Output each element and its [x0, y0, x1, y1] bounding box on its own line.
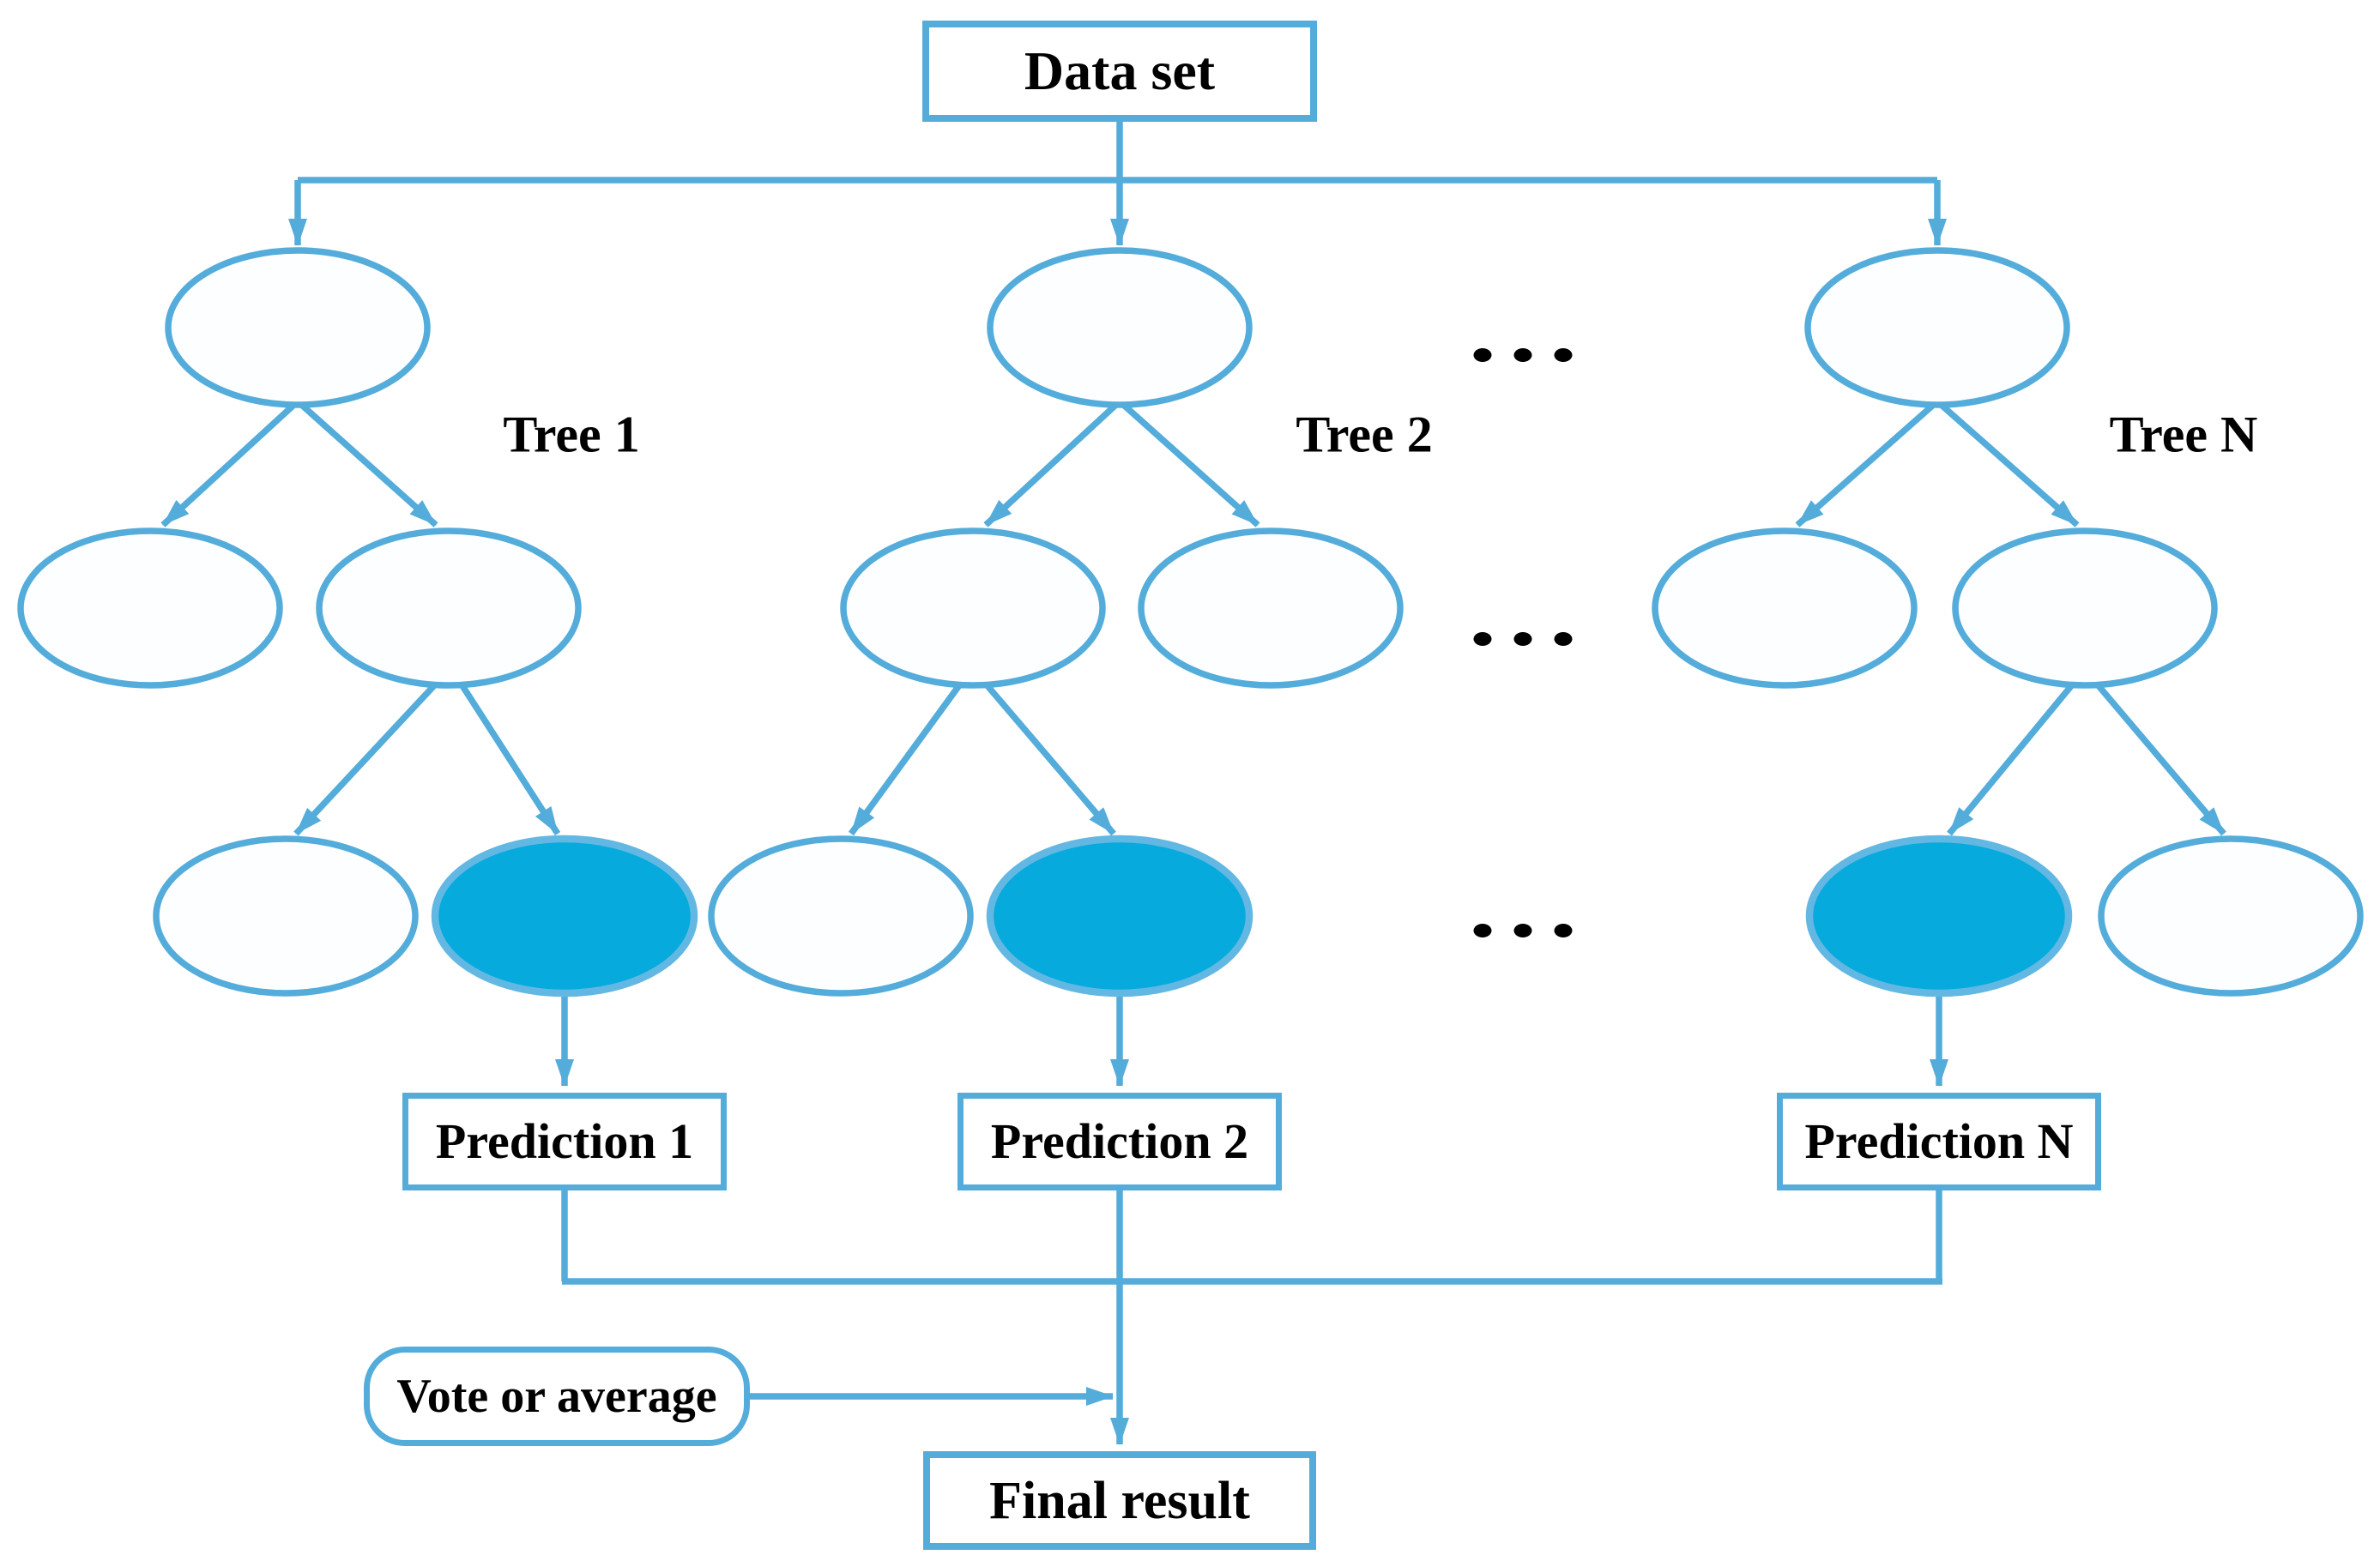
ellipsis-dot [1554, 348, 1573, 362]
edge-tn-root-right [1935, 399, 2080, 527]
tree-2-label: Tree 2 [1296, 406, 1433, 463]
final-result-box: Final result [923, 1451, 1316, 1550]
tree-n-label: Tree N [2109, 406, 2258, 463]
ellipsis-dots-1 [1473, 348, 1573, 362]
edge-t2-root-left [983, 399, 1122, 527]
edge-tn-child-leafwhite [2093, 679, 2226, 836]
tree-2-leaf-white-node [708, 835, 974, 997]
tree-2-child-left-node [840, 527, 1106, 689]
tree-n-root-node [1804, 247, 2070, 408]
dots-layer [1473, 348, 1573, 937]
prediction-2-box: Prediction 2 [957, 1093, 1282, 1190]
ellipsis-dots-2 [1473, 632, 1573, 646]
tree-1-root-node [165, 247, 431, 408]
edge-t2-root-right [1117, 399, 1260, 527]
ellipsis-dot [1513, 924, 1532, 937]
tree-2-leaf-selected-node [986, 835, 1253, 997]
ellipsis-dot [1473, 924, 1492, 937]
ellipsis-dot [1513, 348, 1532, 362]
tree-1-child-left-node [17, 527, 283, 689]
prediction-n-box: Prediction N [1777, 1093, 2101, 1190]
edge-t2-child-leafwhite [848, 679, 965, 836]
tree-n-leaf-selected-node [1805, 835, 2073, 997]
edge-t1-child-leafsel [456, 679, 561, 836]
tree-1-leaf-white-node [153, 835, 419, 997]
ellipsis-dot [1554, 924, 1573, 937]
edge-t2-child-leafsel [982, 679, 1116, 836]
ellipsis-dot [1554, 632, 1573, 646]
data-set-box: Data set [922, 21, 1317, 122]
ellipsis-dots-3 [1473, 924, 1573, 937]
tree-n-leaf-white-node [2098, 835, 2364, 997]
tree-n-child-left-node [1652, 527, 1918, 689]
edge-t1-root-right [295, 399, 438, 527]
tree-1-leaf-selected-node [431, 835, 698, 997]
nodes-layer [17, 247, 2364, 997]
tree-1-child-right-node [316, 527, 582, 689]
prediction-1-box: Prediction 1 [402, 1093, 727, 1190]
edge-t1-root-left [160, 399, 300, 527]
ellipsis-dot [1473, 632, 1492, 646]
edge-tn-root-left [1795, 399, 1940, 527]
ellipsis-dot [1513, 632, 1532, 646]
vote-or-average-box: Vote or average [364, 1347, 750, 1446]
edges-layer [160, 122, 2226, 1445]
edge-t1-child-leafwhite [293, 679, 440, 836]
tree-2-root-node [987, 247, 1253, 408]
tree-2-child-right-node [1138, 527, 1404, 689]
edge-tn-child-leafsel [1947, 679, 2077, 836]
tree-n-child-right-node [1952, 527, 2218, 689]
ellipsis-dot [1473, 348, 1492, 362]
tree-1-label: Tree 1 [503, 406, 640, 463]
